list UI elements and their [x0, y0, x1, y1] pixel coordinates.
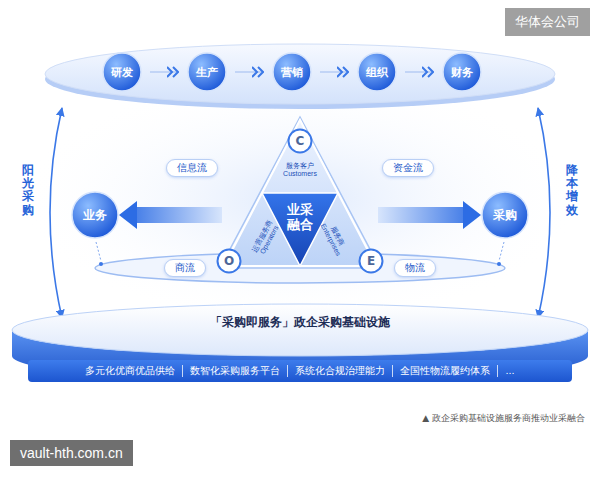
capability-bar: 多元化优商优品供给数智化采购服务平台系统化合规治理能力全国性物流履约体系...: [28, 360, 572, 382]
flow-tag: 信息流: [166, 159, 218, 177]
process-circle: 组织: [357, 52, 397, 92]
flow-arrow: [378, 207, 463, 223]
process-circle: 采购: [481, 191, 529, 239]
node-text: 商流: [175, 261, 195, 275]
node-text: 财务: [451, 65, 473, 80]
capability-item: 多元化优商优品供给: [78, 365, 182, 377]
segment-label: 服务商 Enterprises: [316, 214, 352, 262]
vertical-label: 阳光采购: [22, 164, 34, 217]
process-circle: 财务: [442, 52, 482, 92]
process-circle: 业务: [71, 191, 119, 239]
role-circle: C: [287, 128, 313, 154]
segment-label: 服务客户 Customers: [275, 162, 325, 178]
node-text: 采购: [493, 207, 517, 224]
node-text: 研发: [111, 65, 133, 80]
node-text: C: [296, 134, 305, 148]
flow-arrow: [137, 207, 222, 223]
capability-item: 系统化合规治理能力: [287, 365, 392, 377]
capability-item: ...: [497, 365, 521, 377]
node-text: E: [367, 254, 375, 268]
vertical-label: 降本增效: [566, 164, 578, 217]
sequence-arrow: [150, 71, 179, 72]
node-text: O: [224, 254, 234, 268]
role-circle: O: [216, 248, 242, 274]
capability-item: 全国性物流履约体系: [392, 365, 497, 377]
node-text: 业务: [83, 207, 107, 224]
segment-label: 运营服务商 Operators: [248, 214, 284, 262]
figure-caption: ▲ 政企采购基础设施服务商推动业采融合: [370, 412, 585, 425]
core-triangle: 业采融合 C O E: [222, 118, 378, 268]
watermark: vault-hth.com.cn: [10, 440, 133, 466]
sequence-arrow: [405, 71, 434, 72]
sequence-arrow: [320, 71, 349, 72]
flow-tag: 资金流: [382, 159, 434, 177]
flow-tag: 物流: [394, 259, 436, 277]
process-circle: 生产: [187, 52, 227, 92]
node-text: 物流: [405, 261, 425, 275]
node-text: 生产: [196, 65, 218, 80]
node-text: 「采购即服务」政企采购基础设施: [8, 314, 592, 331]
node-text: 信息流: [177, 161, 207, 175]
sequence-arrow: [235, 71, 264, 72]
platform-band: 「采购即服务」政企采购基础设施多元化优商优品供给数智化采购服务平台系统化合规治理…: [8, 300, 592, 392]
node-text: 资金流: [393, 161, 423, 175]
process-circle: 营销: [272, 52, 312, 92]
watermark: 华体会公司: [505, 8, 590, 36]
role-circle: E: [358, 248, 384, 274]
capability-item: 数智化采购服务平台: [182, 365, 287, 377]
flow-tag: 商流: [164, 259, 206, 277]
process-circle: 研发: [102, 52, 142, 92]
node-text: 业采融合: [285, 202, 315, 232]
node-text: 营销: [281, 65, 303, 80]
node-text: 组织: [366, 65, 388, 80]
